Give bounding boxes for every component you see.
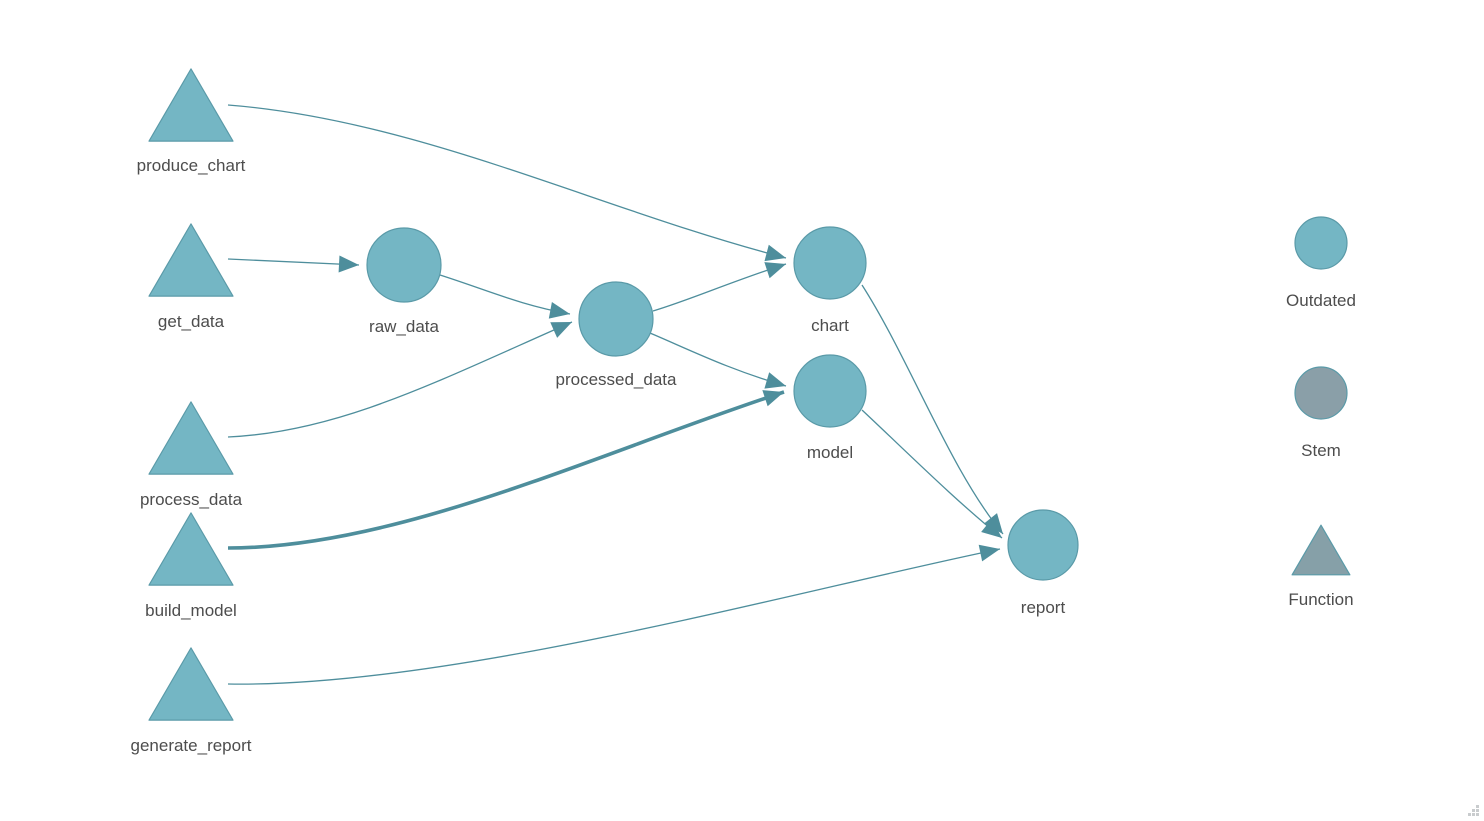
node-label-processed_data: processed_data bbox=[556, 370, 678, 389]
arrowhead-process_data-to-processed_data bbox=[550, 322, 572, 338]
node-triangle-process_data[interactable] bbox=[148, 401, 234, 475]
legend-triangle-function-icon bbox=[1291, 524, 1351, 576]
arrowhead-model-to-report bbox=[981, 518, 1002, 538]
edge-generate_report-to-report bbox=[227, 548, 1001, 685]
node-process_data[interactable]: process_data bbox=[140, 401, 243, 509]
arrowhead-processed_data-to-chart bbox=[764, 262, 786, 279]
legend-item-outdated: Outdated bbox=[1286, 216, 1356, 310]
node-label-get_data: get_data bbox=[158, 312, 225, 331]
node-label-raw_data: raw_data bbox=[369, 317, 439, 336]
node-report[interactable]: report bbox=[1007, 509, 1079, 617]
node-processed_data[interactable]: processed_data bbox=[556, 281, 678, 389]
node-circle-processed_data[interactable] bbox=[578, 281, 654, 357]
node-label-report: report bbox=[1021, 598, 1066, 617]
node-produce_chart[interactable]: produce_chart bbox=[137, 68, 246, 175]
legend-label-function: Function bbox=[1288, 590, 1353, 609]
edge-process_data-to-processed_data bbox=[227, 321, 573, 438]
legend-item-stem: Stem bbox=[1294, 366, 1348, 460]
node-model[interactable]: model bbox=[793, 354, 867, 462]
node-chart[interactable]: chart bbox=[793, 226, 867, 335]
node-generate_report[interactable]: generate_report bbox=[131, 647, 252, 755]
node-triangle-get_data[interactable] bbox=[148, 223, 234, 297]
edge-chart-to-report bbox=[861, 284, 1004, 535]
legend-label-outdated: Outdated bbox=[1286, 291, 1356, 310]
node-label-produce_chart: produce_chart bbox=[137, 156, 246, 175]
node-label-build_model: build_model bbox=[145, 601, 237, 620]
resize-grip-dot bbox=[1476, 809, 1479, 812]
edges-layer bbox=[227, 104, 1004, 685]
resize-grip-dot bbox=[1476, 813, 1479, 816]
node-triangle-produce_chart[interactable] bbox=[148, 68, 234, 142]
edge-raw_data-to-processed_data bbox=[439, 274, 571, 315]
node-label-model: model bbox=[807, 443, 853, 462]
arrowhead-get_data-to-raw_data bbox=[338, 255, 359, 273]
resize-grip-dot bbox=[1476, 805, 1479, 808]
legend-label-stem: Stem bbox=[1301, 441, 1341, 460]
arrowhead-processed_data-to-model bbox=[764, 372, 786, 389]
resize-grip-dot bbox=[1472, 809, 1475, 812]
edge-build_model-to-model bbox=[227, 390, 785, 550]
legend-item-function: Function bbox=[1288, 524, 1354, 609]
arrowhead-raw_data-to-processed_data bbox=[548, 301, 570, 319]
legend-circle-stem-icon bbox=[1294, 366, 1348, 420]
node-label-generate_report: generate_report bbox=[131, 736, 252, 755]
node-raw_data[interactable]: raw_data bbox=[366, 227, 442, 336]
node-circle-model[interactable] bbox=[793, 354, 867, 428]
node-label-process_data: process_data bbox=[140, 490, 243, 509]
edge-produce_chart-to-chart bbox=[227, 104, 787, 259]
node-triangle-build_model[interactable] bbox=[148, 512, 234, 586]
resize-grip-dot bbox=[1472, 813, 1475, 816]
node-circle-report[interactable] bbox=[1007, 509, 1079, 581]
edge-processed_data-to-chart bbox=[652, 263, 787, 312]
node-build_model[interactable]: build_model bbox=[145, 512, 237, 620]
arrowhead-build_model-to-model bbox=[762, 390, 784, 407]
arrowhead-generate_report-to-report bbox=[978, 544, 1000, 562]
node-circle-chart[interactable] bbox=[793, 226, 867, 300]
edge-model-to-report bbox=[861, 409, 1003, 539]
arrowhead-produce_chart-to-chart bbox=[764, 244, 786, 262]
legend-circle-outdated-icon bbox=[1294, 216, 1348, 270]
node-triangle-generate_report[interactable] bbox=[148, 647, 234, 721]
node-circle-raw_data[interactable] bbox=[366, 227, 442, 303]
resize-handle[interactable] bbox=[1466, 803, 1482, 819]
node-get_data[interactable]: get_data bbox=[148, 223, 234, 331]
arrowheads-layer bbox=[338, 244, 1003, 562]
nodes-layer[interactable]: produce_chart get_data raw_data process_dat… bbox=[131, 68, 1079, 755]
node-label-chart: chart bbox=[811, 316, 849, 335]
resize-grip-dot bbox=[1468, 813, 1471, 816]
